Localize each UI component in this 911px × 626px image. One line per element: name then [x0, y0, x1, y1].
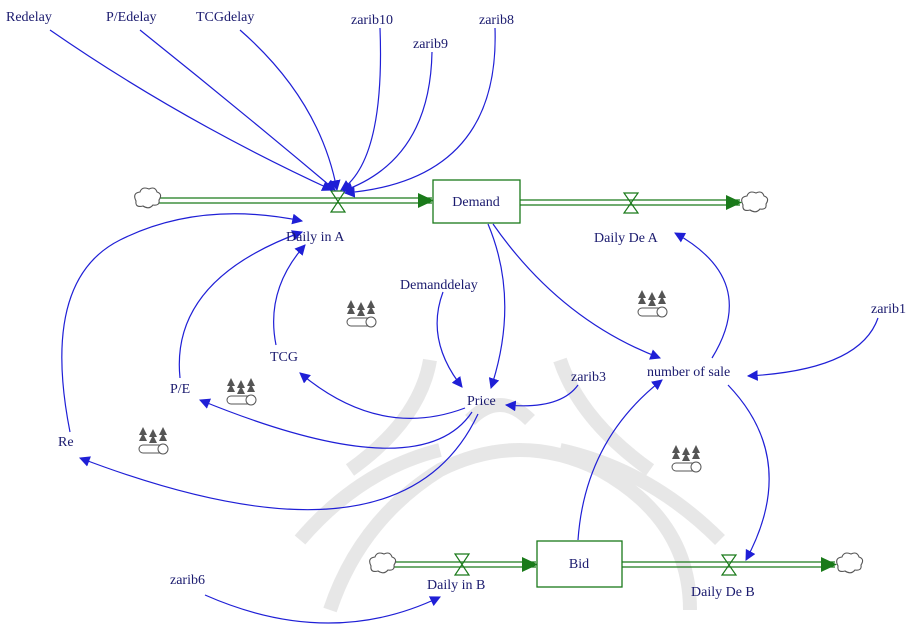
- label-daily-in-a[interactable]: Daily in A: [286, 230, 345, 245]
- link-zarib1-number-of-sale: [746, 317, 879, 381]
- valve-icon: [329, 190, 347, 213]
- link-zarib10-daily-in-a: [340, 27, 382, 191]
- label-tcgdelay[interactable]: TCGdelay: [196, 10, 254, 25]
- loop-icon: [637, 290, 668, 318]
- causal-links: [49, 27, 879, 624]
- label-redelay[interactable]: Redelay: [6, 10, 52, 25]
- label-zarib3[interactable]: zarib3: [571, 370, 606, 385]
- cloud-icon: [836, 552, 864, 574]
- label-demanddelay[interactable]: Demanddelay: [400, 278, 478, 293]
- link-redelay-daily-in-a: [49, 29, 333, 191]
- link-pe-daily-in-a: [178, 230, 304, 379]
- stock-bid[interactable]: Bid: [536, 540, 623, 588]
- link-price-pe: [199, 398, 473, 449]
- loop-icon: [138, 427, 169, 455]
- link-tcgdelay-daily-in-a: [239, 29, 341, 192]
- cloud-icon: [134, 187, 162, 209]
- valve-icon: [622, 192, 640, 214]
- label-re[interactable]: Re: [58, 435, 74, 450]
- link-demanddelay-price: [436, 291, 463, 388]
- label-number-of-sale[interactable]: number of sale: [647, 365, 730, 380]
- label-zarib10[interactable]: zarib10: [351, 13, 393, 28]
- label-zarib1[interactable]: zarib1: [871, 302, 906, 317]
- label-price[interactable]: Price: [467, 394, 496, 409]
- cloud-icon: [369, 552, 397, 574]
- link-zarib6-daily-in-b: [204, 594, 441, 624]
- loop-icon: [346, 300, 377, 328]
- label-daily-in-b[interactable]: Daily in B: [427, 578, 485, 593]
- link-zarib3-price: [504, 384, 579, 412]
- link-price-re: [78, 413, 479, 511]
- link-number-of-sale-daily-de-a: [674, 232, 730, 359]
- flow-pipe-daily-in-a: [155, 193, 434, 208]
- link-zarib8-daily-in-a: [343, 27, 496, 198]
- link-number-of-sale-daily-de-b: [727, 384, 770, 561]
- label-pe[interactable]: P/E: [170, 382, 190, 397]
- cloud-icon: [741, 191, 769, 213]
- stock-demand[interactable]: Demand: [432, 179, 521, 224]
- watermark: [294, 357, 725, 613]
- valve-icon: [720, 554, 738, 576]
- label-daily-de-b[interactable]: Daily De B: [691, 585, 755, 600]
- label-pedelay[interactable]: P/Edelay: [106, 10, 157, 25]
- label-zarib8[interactable]: zarib8: [479, 13, 514, 28]
- link-re-daily-in-a: [61, 213, 304, 433]
- link-demand-price: [487, 223, 506, 390]
- label-zarib6[interactable]: zarib6: [170, 573, 205, 588]
- loop-icon: [671, 445, 702, 473]
- link-bid-number-of-sale: [577, 379, 663, 541]
- flow-pipe-daily-de-b: [622, 557, 837, 572]
- link-tcg-daily-in-a: [273, 244, 306, 346]
- label-zarib9[interactable]: zarib9: [413, 37, 448, 52]
- link-price-tcg: [299, 372, 466, 419]
- link-zarib9-daily-in-a: [341, 51, 433, 193]
- label-daily-de-a[interactable]: Daily De A: [594, 231, 659, 246]
- loop-icon: [226, 378, 257, 406]
- label-tcg[interactable]: TCG: [270, 350, 298, 365]
- stock-demand-label: Demand: [452, 195, 499, 210]
- link-demand-number-of-sale: [492, 223, 662, 360]
- stock-bid-label: Bid: [569, 557, 589, 572]
- link-pedelay-daily-in-a: [139, 29, 336, 191]
- valve-icon: [453, 553, 471, 576]
